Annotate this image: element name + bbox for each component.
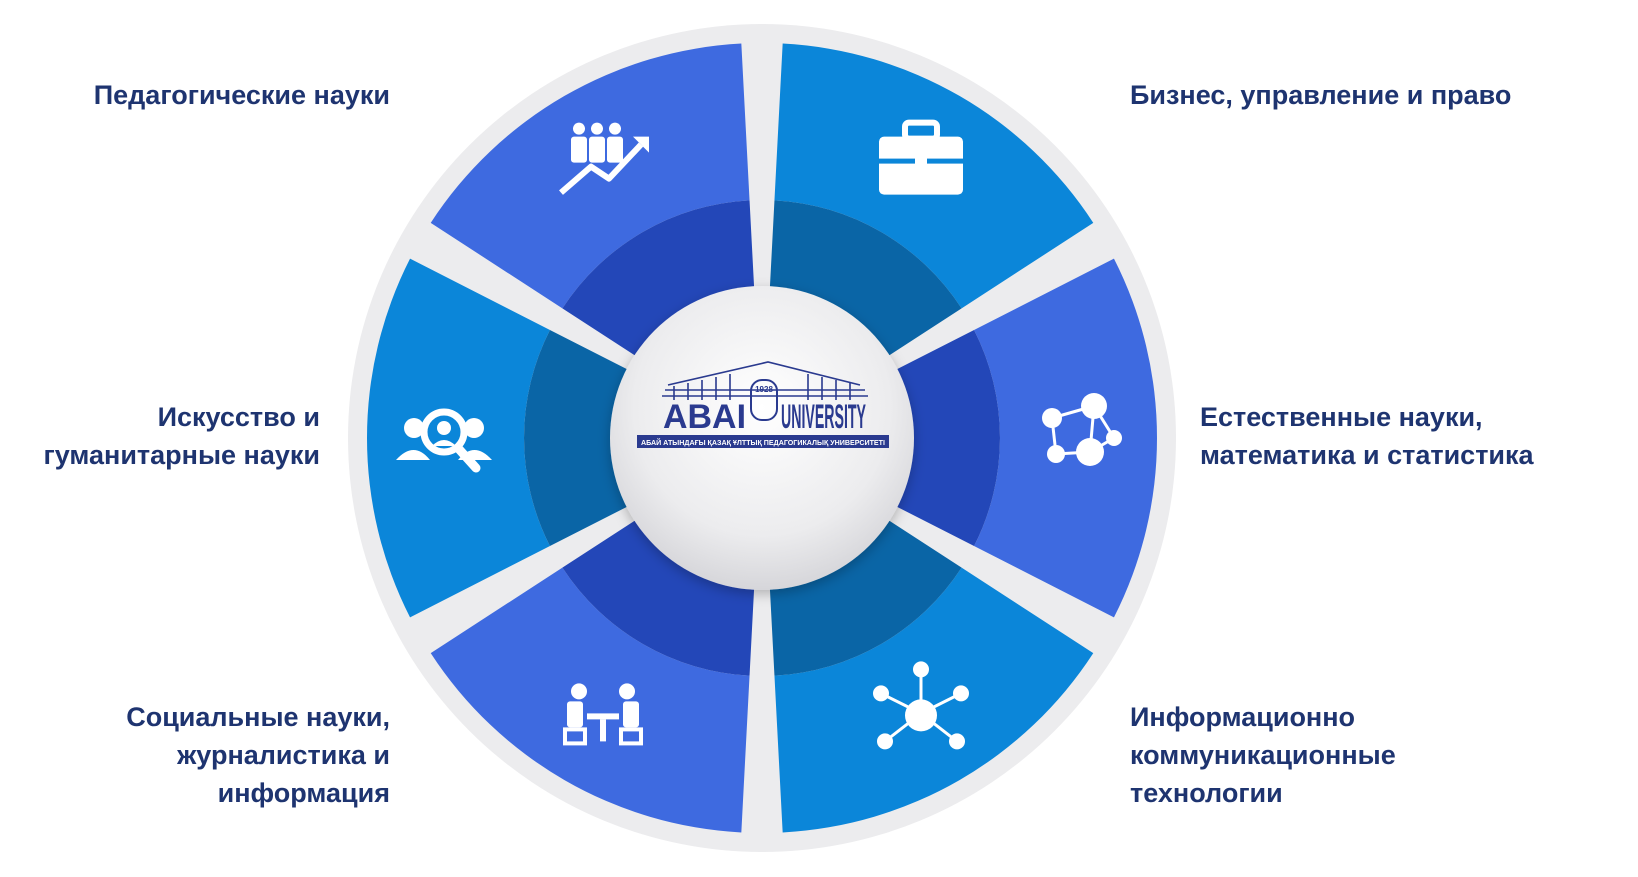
label-natural-line: математика и статистика — [1200, 440, 1534, 470]
icons-layer — [396, 119, 1122, 750]
label-social: Социальные науки, журналистика и информа… — [126, 698, 390, 812]
label-natural-line: Естественные науки, — [1200, 402, 1483, 432]
logo-doorway — [750, 379, 778, 421]
label-social-line: журналистика и — [177, 740, 390, 770]
network-people-icon — [1042, 393, 1122, 466]
segment-natural-outer — [974, 258, 1157, 618]
label-arts-line: Искусство и — [157, 402, 320, 432]
label-arts-line: гуманитарные науки — [43, 440, 320, 470]
label-business: Бизнес, управление и право — [1130, 76, 1511, 114]
segment-pedagogy-outer — [430, 43, 750, 309]
label-ict-line: технологии — [1130, 778, 1283, 808]
label-social-line: информация — [217, 778, 390, 808]
segment-ict-inner — [769, 519, 962, 676]
label-ict: Информационно коммуникационные технологи… — [1130, 698, 1396, 812]
logo-subtitle: АБАЙ АТЫНДАҒЫ ҚАЗАҚ ҰЛТТЫҚ ПЕДАГОГИКАЛЫҚ… — [641, 438, 885, 447]
segment-business-inner — [769, 200, 962, 357]
segment-arts-inner — [524, 329, 629, 547]
segment-ict-outer — [774, 567, 1094, 833]
search-group-icon — [396, 408, 492, 473]
segment-natural-inner — [895, 329, 1001, 547]
people-growth-icon — [559, 122, 649, 195]
label-ict-line: коммуникационные — [1130, 740, 1396, 770]
university-logo: 1928 ABAI UNIVERSITY АБАЙ АТЫНДАҒЫ ҚАЗАҚ… — [637, 361, 889, 448]
label-pedagogy: Педагогические науки — [94, 76, 390, 114]
label-arts: Искусство и гуманитарные науки — [43, 398, 320, 474]
logo-year: 1928 — [755, 385, 773, 394]
meeting-table-icon — [563, 683, 643, 746]
label-ict-line: Информационно — [1130, 702, 1356, 732]
logo-wordmark-right: UNIVERSITY — [781, 398, 866, 436]
logo-wordmark-left: ABAI — [663, 398, 746, 436]
label-pedagogy-line: Педагогические науки — [93, 80, 390, 110]
briefcase-icon — [877, 119, 965, 195]
segment-arts-outer — [367, 258, 550, 618]
logo-subtitle-band — [637, 435, 889, 448]
segments-layer — [367, 43, 1157, 833]
label-natural: Естественные науки, математика и статист… — [1200, 398, 1534, 474]
label-social-line: Социальные науки, — [126, 702, 390, 732]
segment-social-inner — [562, 519, 755, 676]
segment-pedagogy-inner — [562, 200, 755, 357]
label-business-line: Бизнес, управление и право — [1130, 80, 1512, 110]
segment-social-outer — [430, 567, 750, 833]
hub-person-icon — [873, 661, 969, 750]
building-illustration — [662, 361, 868, 400]
